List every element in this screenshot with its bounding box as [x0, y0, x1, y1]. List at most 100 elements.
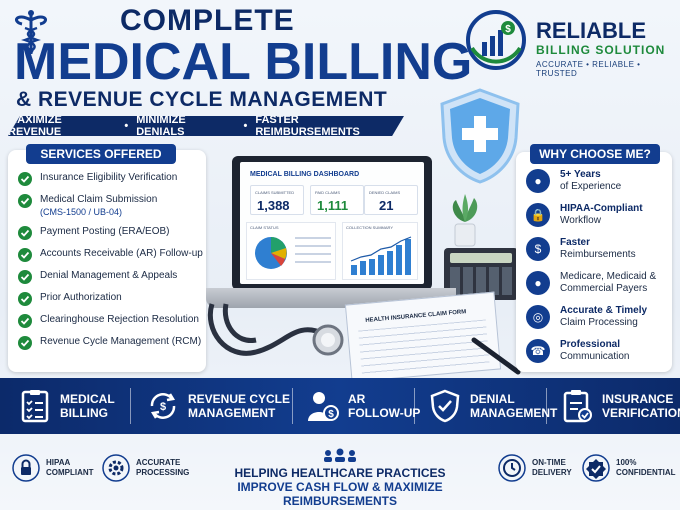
svg-text:$: $ — [160, 401, 166, 413]
headline-medical-billing: MEDICAL BILLING — [14, 33, 473, 91]
logo-mark-icon: $ — [466, 10, 526, 70]
band-divider — [292, 388, 293, 424]
headline-complete: COMPLETE — [120, 4, 295, 37]
why-bold: Professional — [560, 339, 621, 350]
headset-icon: ☎ — [526, 339, 550, 363]
why-bold: Faster — [560, 237, 591, 248]
check-circle-icon — [18, 336, 32, 350]
claim-status-label: CLAIM STATUS — [250, 225, 279, 230]
clock-icon — [498, 454, 526, 482]
list-item: Prior Authorization — [18, 292, 204, 306]
band-line2: BILLING — [60, 406, 108, 420]
footer-line2: CONFIDENTIAL — [616, 468, 676, 477]
list-item: Revenue Cycle Management (RCM) — [18, 336, 204, 350]
why-text: Medicare, Medicaid & Commercial Payers — [560, 271, 657, 294]
headline-rcm: & REVENUE CYCLE MANAGEMENT — [16, 88, 388, 111]
stat-value: 1,388 — [257, 198, 290, 213]
gear-icon — [102, 454, 130, 482]
checklist-icon — [21, 390, 49, 423]
collection-summary-label: COLLECTION SUMMARY — [346, 225, 394, 230]
band-divider — [414, 388, 415, 424]
dashboard-title: MEDICAL BILLING DASHBOARD — [250, 171, 360, 178]
footer-line2: DELIVERY — [532, 468, 572, 477]
footer-line1: HIPAA — [46, 458, 71, 467]
ribbon-separator: • — [124, 120, 129, 132]
footer-line2: COMPLIANT — [46, 468, 94, 477]
footer-line1: ACCURATE — [136, 458, 181, 467]
footer-message-line2: IMPROVE CASH FLOW & MAXIMIZE REIMBURSEME… — [237, 480, 443, 508]
why-rest: of Experience — [560, 181, 622, 192]
why-rest: Communication — [560, 351, 630, 362]
svg-text:$: $ — [328, 409, 334, 420]
why-rest: Workflow — [560, 215, 601, 226]
bar-chart-icon — [350, 236, 412, 275]
service-label-main: Medical Claim Submission — [40, 194, 158, 205]
service-label: Accounts Receivable (AR) Follow-up — [40, 248, 203, 259]
services-heading: SERVICES OFFERED — [26, 144, 176, 164]
cycle-dollar-icon: $ — [150, 393, 176, 419]
logo-subtitle: BILLING SOLUTION — [536, 43, 666, 57]
plant-icon — [452, 194, 478, 247]
check-circle-icon — [18, 194, 32, 208]
why-rest: Reimbursements — [560, 249, 636, 260]
service-label: Medical Claim Submission (CMS-1500 / UB-… — [40, 194, 157, 218]
stethoscope-icon — [207, 303, 344, 356]
lock-icon: 🔒 — [526, 203, 550, 227]
services-panel — [8, 150, 206, 372]
list-item: ● Medicare, Medicaid & Commercial Payers — [526, 270, 672, 296]
why-heading: WHY CHOOSE ME? — [530, 144, 660, 164]
benefits-ribbon: MAXIMIZE REVENUE • MINIMIZE DENIALS • FA… — [8, 116, 404, 136]
caduceus-icon — [14, 10, 48, 54]
footer-message: HELPING HEALTHCARE PRACTICES IMPROVE CAS… — [190, 448, 490, 508]
clipboard-check-icon — [563, 390, 592, 423]
band-line1: DENIAL — [470, 392, 515, 406]
service-label: Revenue Cycle Management (RCM) — [40, 336, 202, 347]
dollar-icon: $ — [526, 237, 550, 261]
services-list: Insurance Eligibility Verification Medic… — [18, 172, 204, 358]
collection-summary-card: COLLECTION SUMMARY — [342, 222, 418, 280]
band-line1: INSURANCE — [602, 392, 674, 406]
list-item: Clearinghouse Rejection Resolution — [18, 314, 204, 328]
band-line1: AR — [348, 392, 366, 406]
person-icon: ● — [526, 169, 550, 193]
person-dollar-icon: $ — [308, 392, 339, 421]
lock-icon — [12, 454, 40, 482]
ribbon-item: FASTER REIMBURSEMENTS — [255, 114, 360, 138]
check-circle-icon — [18, 314, 32, 328]
footer-message-line1: HELPING HEALTHCARE PRACTICES — [234, 466, 446, 480]
service-label-sub: (CMS-1500 / UB-04) — [40, 207, 123, 217]
check-circle-icon — [18, 172, 32, 186]
list-item: Denial Management & Appeals — [18, 270, 204, 284]
stat-card-paid: PAID CLAIMS 1,111 — [310, 185, 364, 215]
logo-tagline: ACCURATE • RELIABLE • TRUSTED — [536, 60, 641, 78]
claim-status-card: CLAIM STATUS — [246, 222, 336, 280]
services-band — [0, 378, 680, 434]
calculator-icon — [444, 248, 518, 300]
why-bold: HIPAA-Compliant — [560, 203, 643, 214]
check-circle-icon — [18, 270, 32, 284]
pie-chart-icon — [255, 237, 287, 269]
stat-label: CLAIMS SUBMITTED — [255, 190, 295, 195]
shield-check-icon — [430, 389, 460, 423]
ribbon-item: MAXIMIZE REVENUE — [8, 114, 62, 138]
stat-value: 21 — [379, 198, 394, 213]
footer-line2: PROCESSING — [136, 468, 190, 477]
stat-card-submitted: CLAIMS SUBMITTED 1,388 — [250, 185, 304, 215]
stat-card-denied: DENIED CLAIMS 21 — [364, 185, 418, 215]
check-circle-icon — [18, 292, 32, 306]
svg-text:$: $ — [505, 24, 511, 35]
pen-icon — [471, 337, 521, 375]
footer-badge-confidential: 100%CONFIDENTIAL — [582, 454, 676, 482]
service-label: Clearinghouse Rejection Resolution — [40, 314, 199, 325]
why-bold: 5+ Years — [560, 169, 601, 180]
